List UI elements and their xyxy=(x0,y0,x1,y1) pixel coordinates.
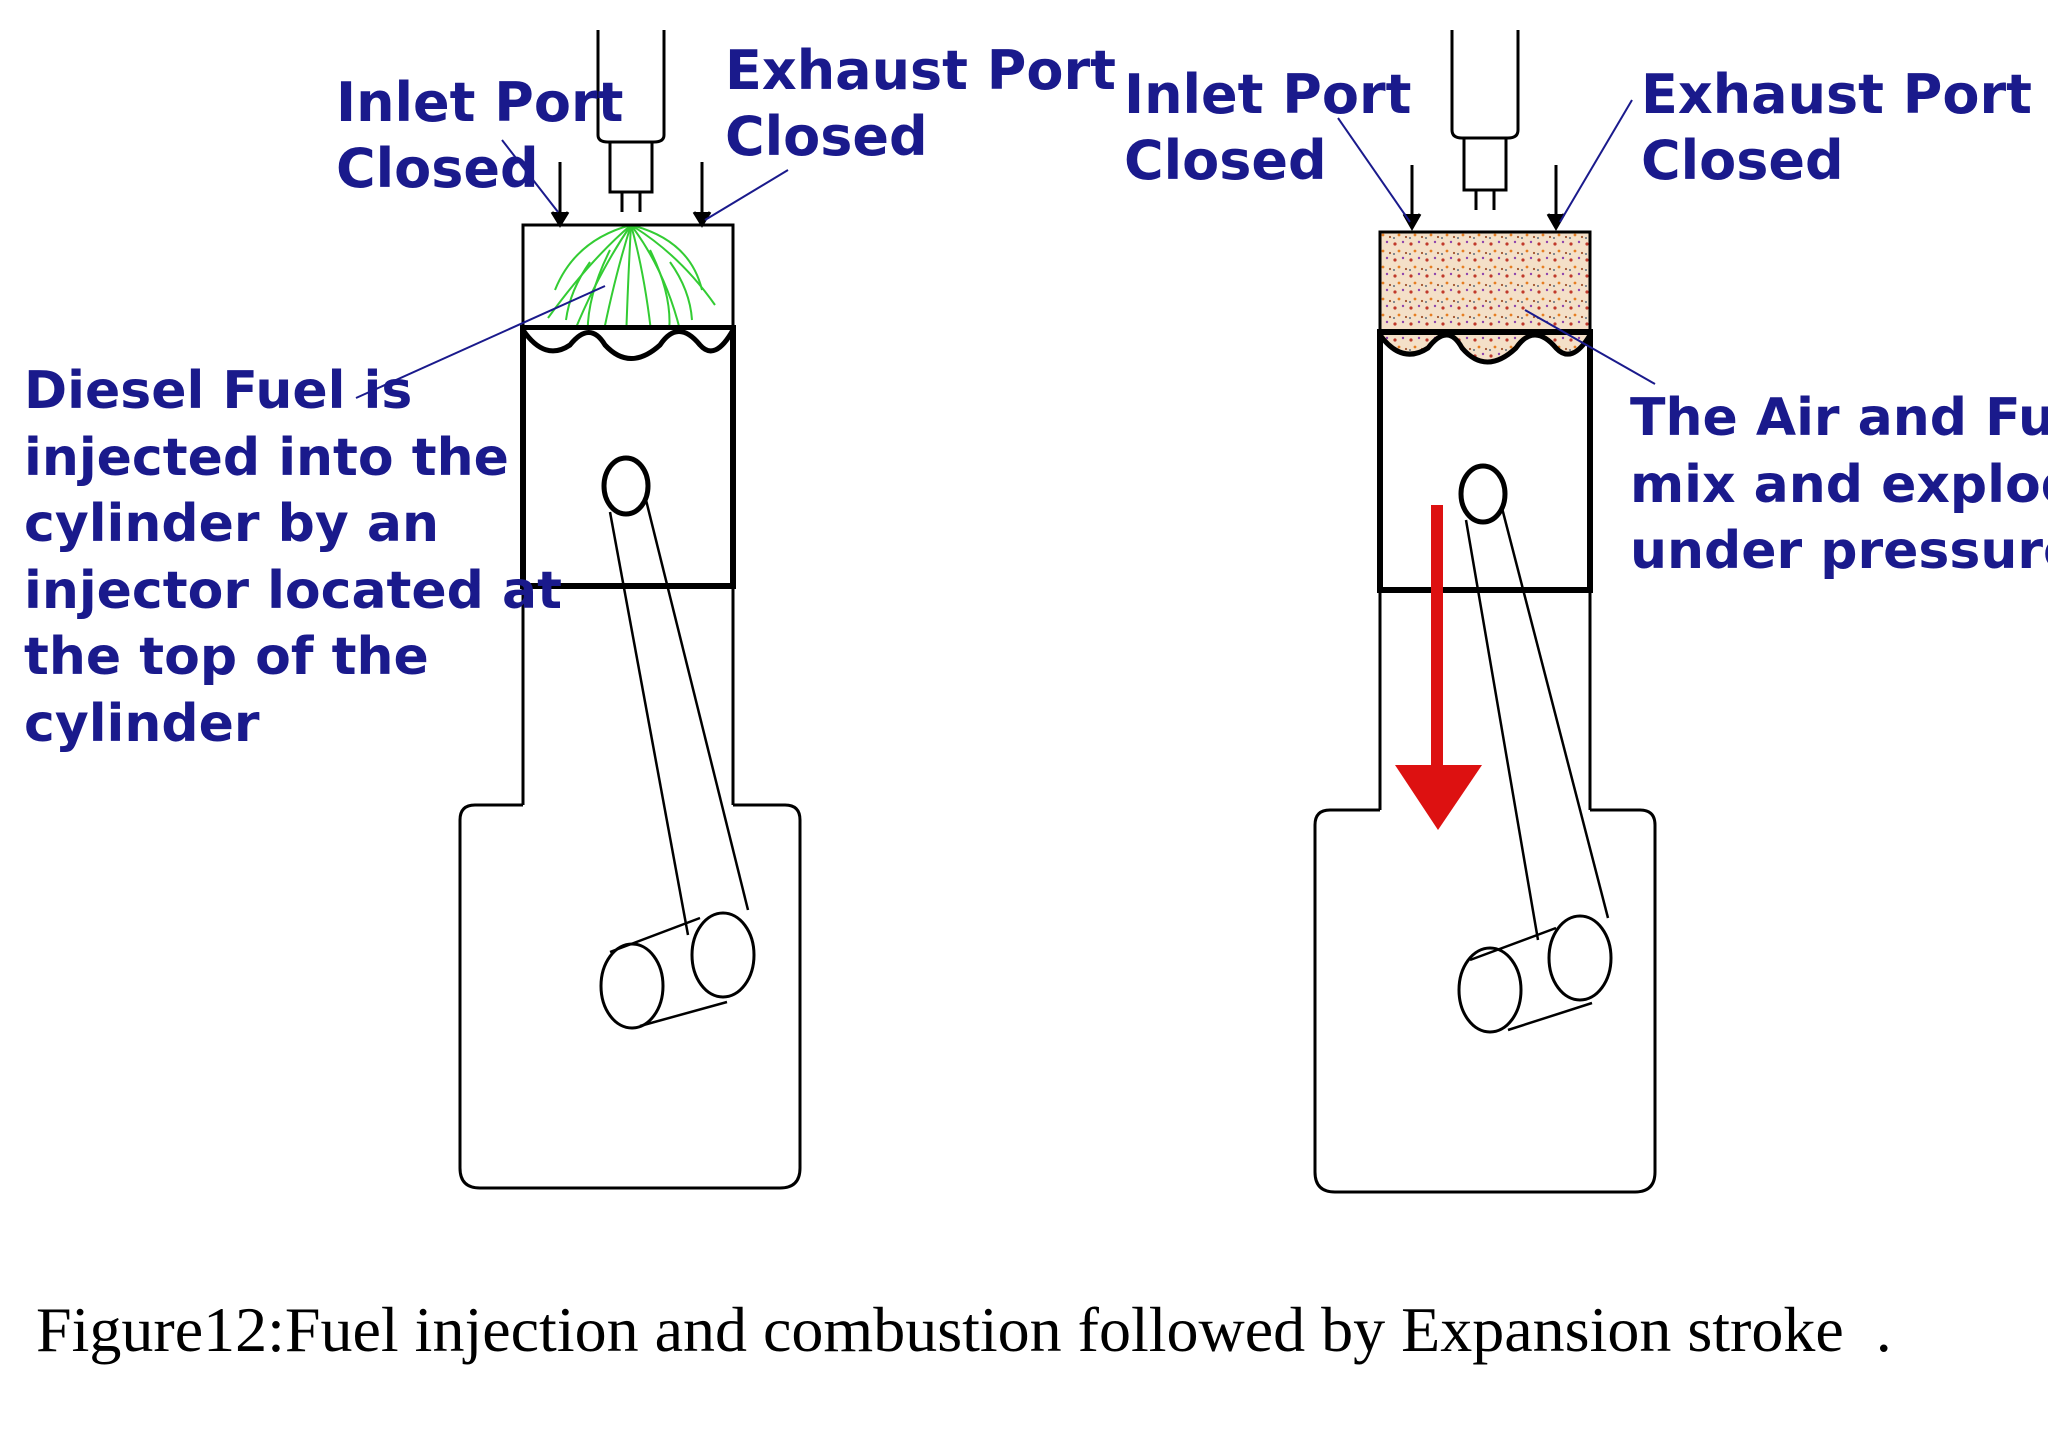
left-exhaust-port-label: Exhaust Port Closed xyxy=(725,39,1116,168)
right-exhaust-port-label: Exhaust Port Closed xyxy=(1641,63,2032,192)
right-engine xyxy=(1313,30,1657,1194)
right-leader-lines xyxy=(1337,99,1656,385)
left-leader-lines xyxy=(355,139,789,399)
right-connecting-rod xyxy=(1457,507,1613,1034)
left-piston xyxy=(520,325,736,589)
left-connecting-rod xyxy=(599,499,756,1030)
left-engine xyxy=(355,30,802,1190)
fuel-spray xyxy=(547,224,716,341)
right-inlet-port-label: Inlet Port Closed xyxy=(1124,63,1412,192)
figure-caption: Figure12:Fuel injection and combustion f… xyxy=(36,1294,1892,1365)
expansion-arrow xyxy=(1395,505,1482,830)
left-inlet-port-label: Inlet Port Closed xyxy=(336,71,624,200)
right-injector xyxy=(1450,30,1520,210)
left-injector xyxy=(596,30,666,212)
right-cylinder xyxy=(1313,165,1657,1194)
left-description-label: Diesel Fuel is injected into the cylinde… xyxy=(24,361,562,754)
right-description-label: The Air and Fuel mix and explode under p… xyxy=(1630,388,2048,581)
right-piston xyxy=(1377,329,1593,593)
